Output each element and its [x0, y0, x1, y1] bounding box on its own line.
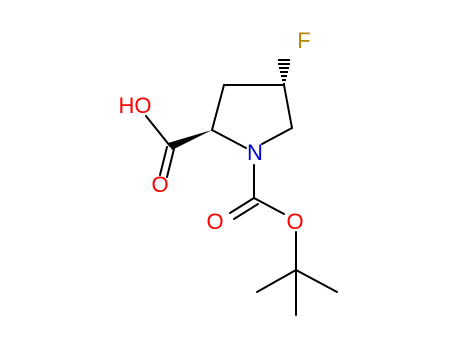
- bond-c-o-double-a: [159, 146, 168, 176]
- bond-c2-n: [211, 129, 247, 149]
- bond-c3-c2: [211, 84, 225, 131]
- bond-carbamate-o-double-a: [229, 197, 255, 214]
- atom-label-ester-oxygen: O: [286, 209, 303, 234]
- atom-label-f: F: [297, 28, 310, 53]
- atom-label-carbonyl-oxygen: O: [206, 209, 223, 234]
- stereo-hash-bond-f: [278, 59, 290, 85]
- bond-carbamate-o-ester: [253, 197, 285, 215]
- atom-label-hydroxyl: HO: [119, 93, 152, 118]
- bond-tbu-methyl-left: [256, 269, 297, 293]
- bond-n-c5: [261, 127, 293, 145]
- bond-c-oh: [145, 115, 171, 147]
- bond-tbu-methyl-right: [295, 269, 338, 293]
- bond-c-o-double-b: [166, 148, 175, 178]
- bond-c5-c4: [283, 84, 293, 129]
- atom-label-acid-oxygen: O: [151, 172, 168, 197]
- stereo-wedge-bond-cooh: [168, 130, 212, 150]
- bond-carbamate-o-double-b: [233, 203, 259, 220]
- atom-label-nitrogen: N: [247, 140, 263, 165]
